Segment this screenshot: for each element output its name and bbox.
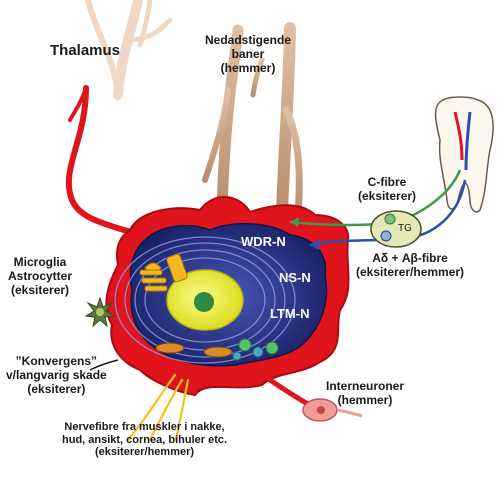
ns-neuron-label: NS-N xyxy=(279,270,311,285)
thalamus-label: Thalamus xyxy=(50,42,120,59)
endoplasmic-reticulum xyxy=(114,236,296,364)
tg-text: TG xyxy=(398,223,412,234)
nerve-fibres-line-3: (eksiterer/hemmer) xyxy=(94,446,195,459)
microglia-line-3: (eksiterer) xyxy=(11,282,70,297)
vesicles xyxy=(232,338,279,361)
nerve-fibres-label: Nervefibre fra muskler i nakke, hud, ans… xyxy=(62,421,227,459)
tg-label: TG xyxy=(398,223,412,235)
c-fibre-line-2: (eksiterer) xyxy=(358,188,417,203)
thalamus-text: Thalamus xyxy=(50,42,121,59)
trigeminal-ganglion xyxy=(370,210,422,248)
convergence-arrow xyxy=(89,359,119,371)
interneurons-line-1: Interneuroner xyxy=(326,379,405,393)
c-fibre-label: C-fibre (eksiterer) xyxy=(358,175,417,204)
golgi-apparatus xyxy=(139,253,188,292)
c-fibre-line-1: C-fibre xyxy=(367,175,407,189)
descending-line-2: baner xyxy=(231,46,265,61)
descending-line-1: Nedadstigende xyxy=(205,33,292,47)
nerve-fibres-yellow xyxy=(126,373,190,442)
interneurons-line-2: (hemmer) xyxy=(337,392,393,407)
descending-pathways xyxy=(202,22,303,219)
a-fibre-label: Aδ + Aβ-fibre (eksiterer/hemmer) xyxy=(356,251,465,280)
microglia-line-1: Microglia xyxy=(13,255,67,269)
convergence-line-2: v/langvarig skade xyxy=(6,367,107,382)
ltm-neuron-label: LTM-N xyxy=(270,306,310,321)
convergence-label: ”Konvergens” v/langvarig skade (eksitere… xyxy=(6,354,107,396)
descending-label: Nedadstigende baner (hemmer) xyxy=(205,33,292,75)
convergence-line-1: ”Konvergens” xyxy=(15,354,98,368)
convergence-line-3: (eksiterer) xyxy=(27,381,86,396)
microglia-label: Microglia Astrocytter (eksiterer) xyxy=(8,255,73,297)
microglia-line-2: Astrocytter xyxy=(8,268,73,283)
interneurons-label: Interneuroner (hemmer) xyxy=(326,379,405,408)
thalamus-axon xyxy=(65,85,143,238)
thalamus-fibre-tan xyxy=(85,0,173,100)
tooth-graphic xyxy=(434,96,494,213)
interneuron-cell xyxy=(302,398,363,422)
a-fibre-line-2: (eksiterer/hemmer) xyxy=(356,264,465,279)
interneuron-process xyxy=(267,377,313,408)
wdr-neuron-label: WDR-N xyxy=(241,234,286,249)
nucleolus xyxy=(194,292,214,312)
mitochondria xyxy=(155,342,233,358)
nerve-fibres-line-1: Nervefibre fra muskler i nakke, xyxy=(64,421,225,433)
nerve-fibres-line-2: hud, ansikt, cornea, bihuler etc. xyxy=(62,433,228,446)
descending-line-3: (hemmer) xyxy=(220,60,276,75)
microglia-cell xyxy=(84,296,116,328)
a-fibre-line-1: Aδ + Aβ-fibre xyxy=(372,251,448,265)
